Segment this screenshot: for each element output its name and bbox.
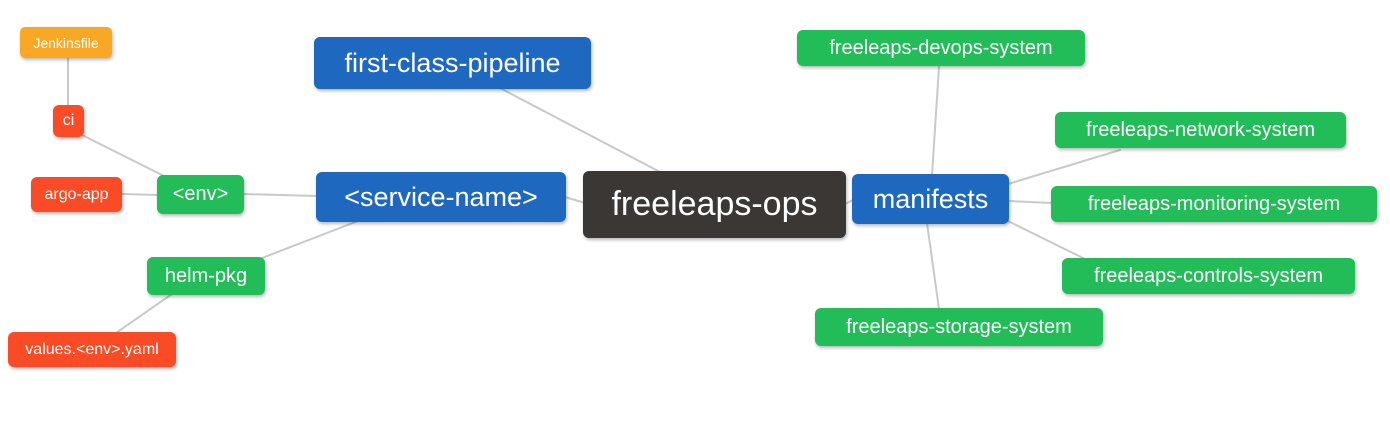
node-root-freeleaps-ops[interactable]: freeleaps-ops (583, 171, 846, 238)
node-manifests-label: manifests (872, 183, 989, 214)
connector-manifests-monitoring (1007, 200, 1053, 204)
node-first-class-pipeline[interactable]: first-class-pipeline (314, 37, 591, 89)
node-root-label: freeleaps-ops (611, 185, 818, 223)
connector-ci-env (81, 134, 167, 178)
node-argo-app[interactable]: argo-app (31, 177, 122, 212)
node-freeleaps-monitoring-system[interactable]: freeleaps-monitoring-system (1051, 186, 1377, 222)
node-controls-system-label: freeleaps-controls-system (1094, 264, 1323, 287)
connector-root-manifests (844, 199, 854, 205)
node-freeleaps-storage-system[interactable]: freeleaps-storage-system (815, 308, 1103, 346)
node-ci[interactable]: ci (53, 105, 84, 137)
node-ci-label: ci (62, 112, 75, 129)
connector-env-service-name (242, 193, 318, 197)
node-values-env-yaml-label: values.<env>.yaml (25, 340, 159, 358)
connector-service-name-helm-pkg (261, 220, 359, 259)
connector-manifests-controls (1007, 220, 1086, 260)
node-freeleaps-devops-system[interactable]: freeleaps-devops-system (797, 30, 1085, 66)
node-jenkinsfile-label: Jenkinsfile (33, 34, 99, 51)
node-network-system-label: freeleaps-network-system (1086, 118, 1315, 141)
connector-service-name-root (564, 196, 586, 204)
node-freeleaps-controls-system[interactable]: freeleaps-controls-system (1062, 258, 1355, 294)
node-values-env-yaml[interactable]: values.<env>.yaml (8, 332, 176, 367)
connector-argo-app-env (121, 193, 159, 196)
node-service-name[interactable]: <service-name> (316, 172, 566, 222)
connector-helm-pkg-values (115, 293, 173, 334)
node-argo-app-label: argo-app (44, 185, 109, 203)
connector-manifests-storage (926, 222, 940, 310)
node-monitoring-system-label: freeleaps-monitoring-system (1087, 192, 1341, 215)
node-env-label: <env> (172, 183, 229, 205)
node-jenkinsfile[interactable]: Jenkinsfile (20, 27, 112, 58)
node-manifests[interactable]: manifests (852, 174, 1009, 224)
node-storage-system-label: freeleaps-storage-system (846, 315, 1072, 338)
node-devops-system-label: freeleaps-devops-system (829, 36, 1053, 59)
node-env[interactable]: <env> (157, 175, 244, 214)
node-first-class-pipeline-label: first-class-pipeline (344, 47, 561, 78)
node-helm-pkg-label: helm-pkg (164, 264, 248, 287)
node-service-name-label: <service-name> (344, 181, 538, 212)
node-helm-pkg[interactable]: helm-pkg (147, 257, 265, 295)
node-freeleaps-network-system[interactable]: freeleaps-network-system (1055, 112, 1346, 148)
connector-manifests-devops (931, 66, 940, 176)
connector-manifests-network (1007, 149, 1121, 185)
connector-pipeline-root (499, 87, 661, 173)
